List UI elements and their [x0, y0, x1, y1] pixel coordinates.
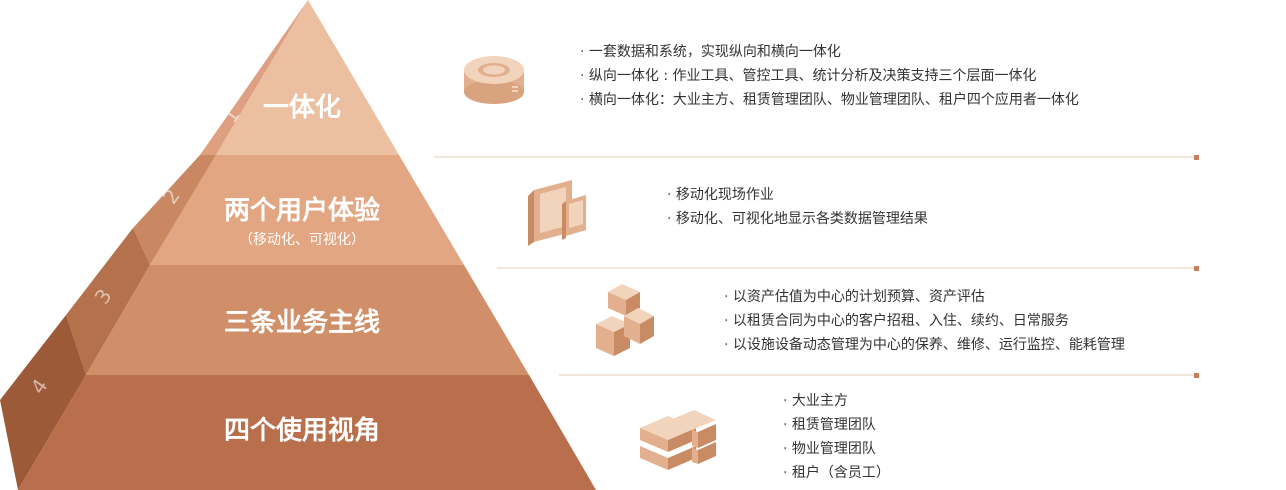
tier-2-title: 两个用户体验: [224, 195, 380, 225]
tier-3-side-face: [66, 228, 150, 375]
tier-3-bullet: 以租赁合同为中心的客户招租、入住、续约、日常服务: [724, 309, 1125, 333]
tier-2-bullet: 移动化现场作业: [667, 183, 928, 207]
tier-4-bullet: 租户（含员工）: [783, 461, 890, 485]
tier-1-bullet: 纵向一体化 : 作业工具、管控工具、统计分析及决策支持三个层面一体化: [580, 64, 1079, 88]
pyramid-side-faces: [0, 0, 308, 490]
tier-1-bullet: 横向一体化：大业主方、租赁管理团队、物业管理团队、租户四个应用者一体化: [580, 88, 1079, 112]
tier-2-side-face: [133, 155, 216, 265]
database-disc-icon: [464, 56, 524, 104]
server-blocks-icon: [640, 410, 716, 470]
mobile-devices-icon: [528, 180, 586, 246]
tier-3-bullet: 以资产估值为中心的计划预算、资产评估: [724, 285, 1125, 309]
tier-1-title: 一体化: [263, 92, 341, 122]
tier-4-side-face: [0, 315, 86, 490]
tier-2-bullet-list: 移动化现场作业 移动化、可视化地显示各类数据管理结果: [667, 183, 928, 231]
divider-dot-1: [1194, 155, 1199, 160]
tier-3-bullet: 以设施设备动态管理为中心的保养、维修、运行监控、能耗管理: [724, 333, 1125, 357]
tier-1-front-face: [216, 0, 399, 155]
tier-4-front-face: [18, 375, 596, 490]
tier-1-bullet: 一套数据和系统，实现纵向和横向一体化: [580, 40, 1079, 64]
tier-2-front-face: [150, 155, 464, 265]
tier-2-bullet: 移动化、可视化地显示各类数据管理结果: [667, 207, 928, 231]
stacked-boxes-icon: [596, 284, 654, 356]
tier-1-side-face: [200, 0, 308, 155]
tier-4-bullet: 租赁管理团队: [783, 413, 890, 437]
divider-dot-3: [1194, 373, 1199, 378]
tier-4-title: 四个使用视角: [224, 415, 380, 445]
tier-3-title: 三条业务主线: [224, 307, 380, 337]
tier-3-front-face: [86, 265, 529, 375]
pyramid-front-faces: [18, 0, 596, 490]
tier-4-bullet: 物业管理团队: [783, 437, 890, 461]
tier-3-bullet-list: 以资产估值为中心的计划预算、资产评估 以租赁合同为中心的客户招租、入住、续约、日…: [724, 285, 1125, 357]
divider-dot-2: [1194, 266, 1199, 271]
tier-4-bullet-list: 大业主方 租赁管理团队 物业管理团队 租户（含员工）: [783, 389, 890, 485]
tier-dividers: [434, 155, 1199, 378]
tier-1-bullet-list: 一套数据和系统，实现纵向和横向一体化 纵向一体化 : 作业工具、管控工具、统计分…: [580, 40, 1079, 112]
tier-2-subtitle: （移动化、可视化）: [239, 231, 365, 247]
tier-4-bullet: 大业主方: [783, 389, 890, 413]
